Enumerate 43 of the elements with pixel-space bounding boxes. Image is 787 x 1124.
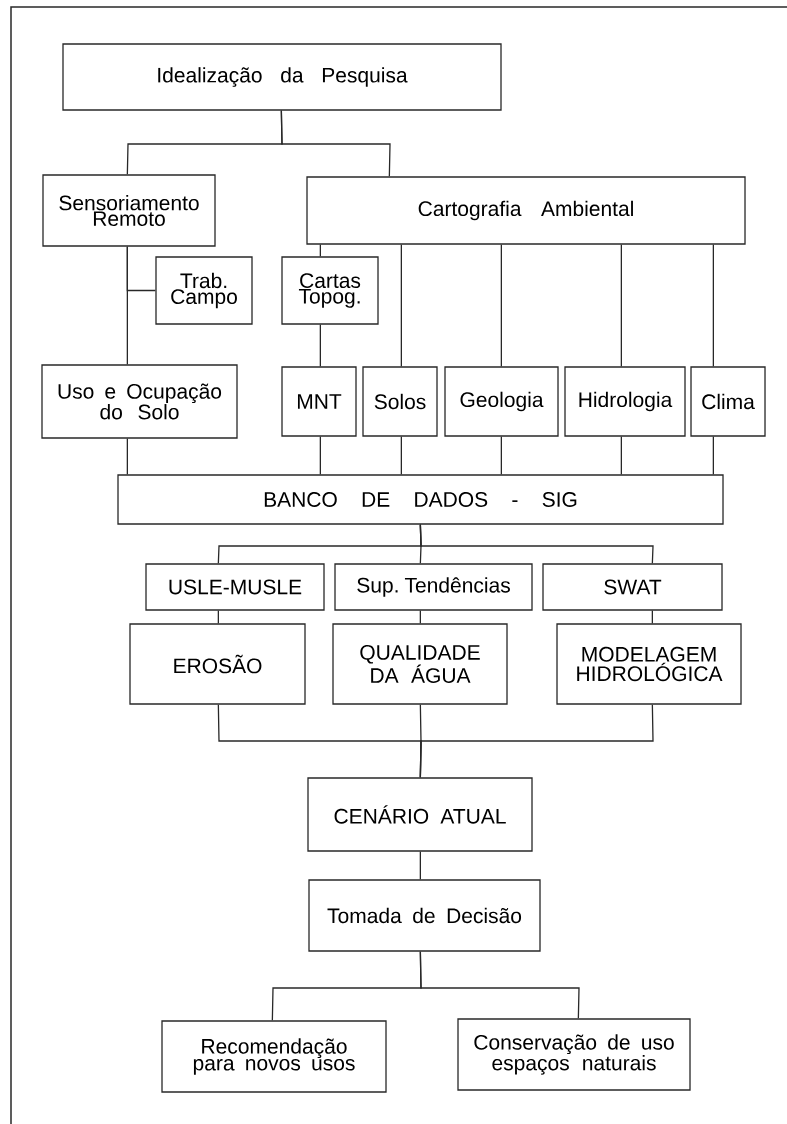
process-box: SWAT [542,563,723,611]
process-box: Sensoriamento Remoto [42,174,216,247]
connector-line [712,244,714,367]
process-box: Hidrologia [564,366,686,437]
connector-line [419,524,654,564]
process-box: MNT [281,366,357,437]
connector-line [319,436,321,475]
connector-line [126,438,128,475]
connector-line [620,436,622,475]
connector-line [419,610,421,624]
process-box: Tomada de Decisão [308,879,541,952]
process-box: EROSÃO [129,623,306,705]
process-box: Sup. Tendências [334,563,533,611]
process-box: Geologia [444,366,559,437]
connector-line [500,436,502,475]
connector-line [419,704,654,778]
connector-line [651,610,653,624]
process-box: BANCO DE DADOS - SIG [117,474,724,525]
connector-line [217,610,219,624]
process-box: QUALIDADE DA ÁGUA [332,623,508,705]
process-box: Conservação de uso espaços naturais [457,1018,691,1091]
connector-line [500,244,502,367]
connector-line [280,110,391,177]
process-box: MODELAGEM HIDROLÓGICA [556,623,742,705]
connector-line [419,951,580,1019]
process-box: Idealização da Pesquisa [62,43,502,111]
process-box: CENÁRIO ATUAL [307,777,533,852]
connector-line [712,436,714,475]
connector-line [319,324,321,367]
process-box: Solos [362,366,438,437]
connector-line [400,244,402,367]
connector-line [419,851,421,880]
process-box: Recomendação para novos usos [161,1020,387,1093]
process-box: Uso e Ocupação do Solo [41,364,238,439]
process-box: Cartas Topog. [281,256,379,325]
connector-line [319,244,321,257]
connector-line [126,246,128,365]
process-box: Trab. Campo [155,256,253,325]
connector-line [620,244,622,367]
connector-line [400,436,402,475]
process-box: Clima [690,366,766,437]
process-box: USLE-MUSLE [145,563,325,611]
process-box: Cartografia Ambiental [306,176,746,245]
